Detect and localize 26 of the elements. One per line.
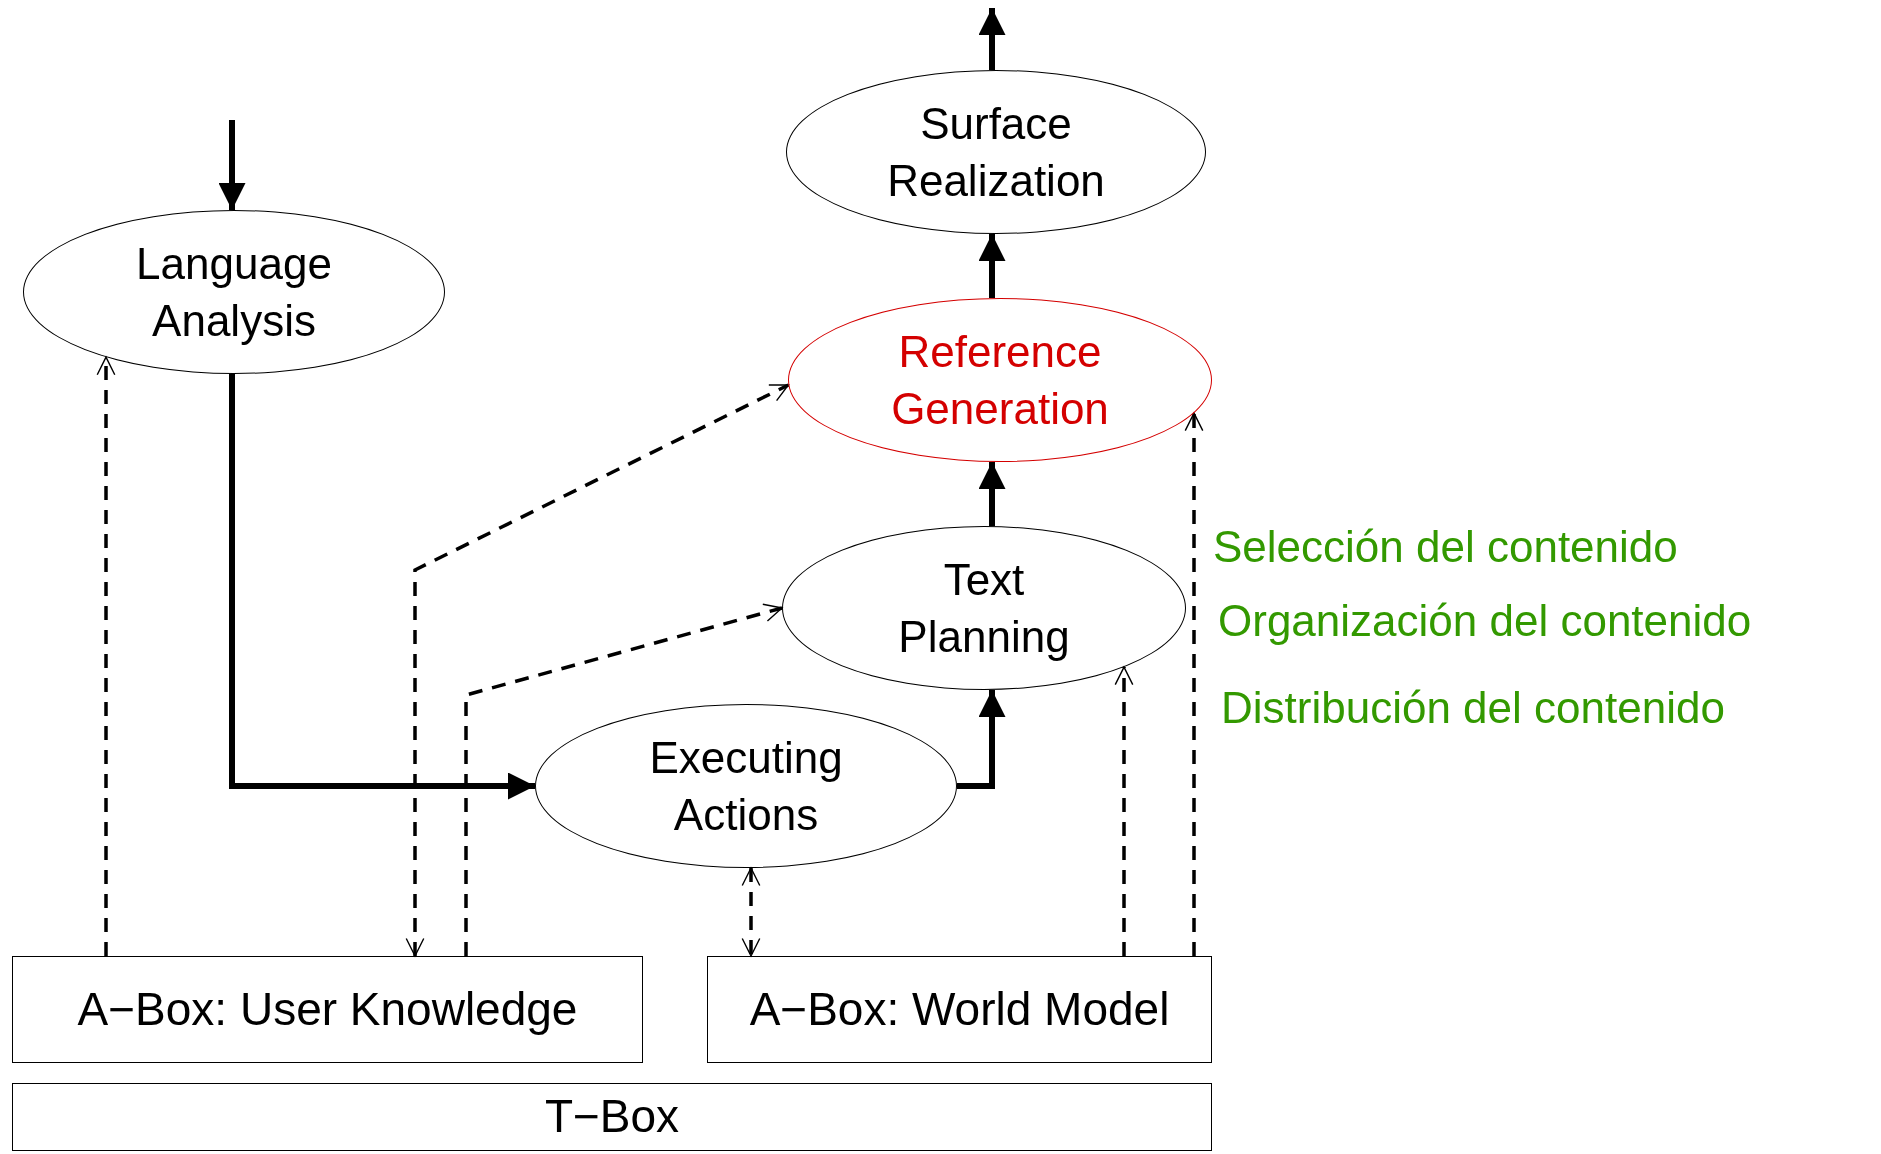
node-label: A−Box: User Knowledge — [77, 981, 578, 1037]
arrow — [978, 234, 1006, 299]
node-label: Language Analysis — [135, 237, 333, 347]
dashed-arrow — [96, 356, 116, 956]
dashed-arrow — [1184, 412, 1204, 956]
stage-label: Selección del contenido — [1213, 522, 1678, 572]
node-label: Text Planning — [897, 553, 1071, 663]
dashed-arrow — [741, 867, 761, 957]
arrow — [218, 120, 246, 210]
stage-label: Organización del contenido — [1218, 596, 1752, 646]
stage-label: Distribución del contenido — [1221, 683, 1725, 733]
arrow — [229, 374, 535, 800]
node-label: Reference Generation — [890, 325, 1110, 435]
knowledge-box — [12, 1083, 1212, 1151]
knowledge-box — [12, 956, 643, 1063]
knowledge-box — [707, 956, 1212, 1063]
dashed-arrow — [405, 383, 790, 957]
dashed-arrow — [464, 603, 783, 956]
node-label: A−Box: World Model — [749, 981, 1170, 1037]
node-label: Surface Realization — [886, 97, 1106, 207]
node-label: T−Box — [544, 1089, 680, 1145]
dashed-arrow — [1114, 666, 1134, 956]
arrow — [978, 461, 1006, 527]
arrow — [978, 8, 1006, 70]
node-label: Executing Actions — [648, 731, 844, 841]
arrow — [957, 689, 1006, 789]
